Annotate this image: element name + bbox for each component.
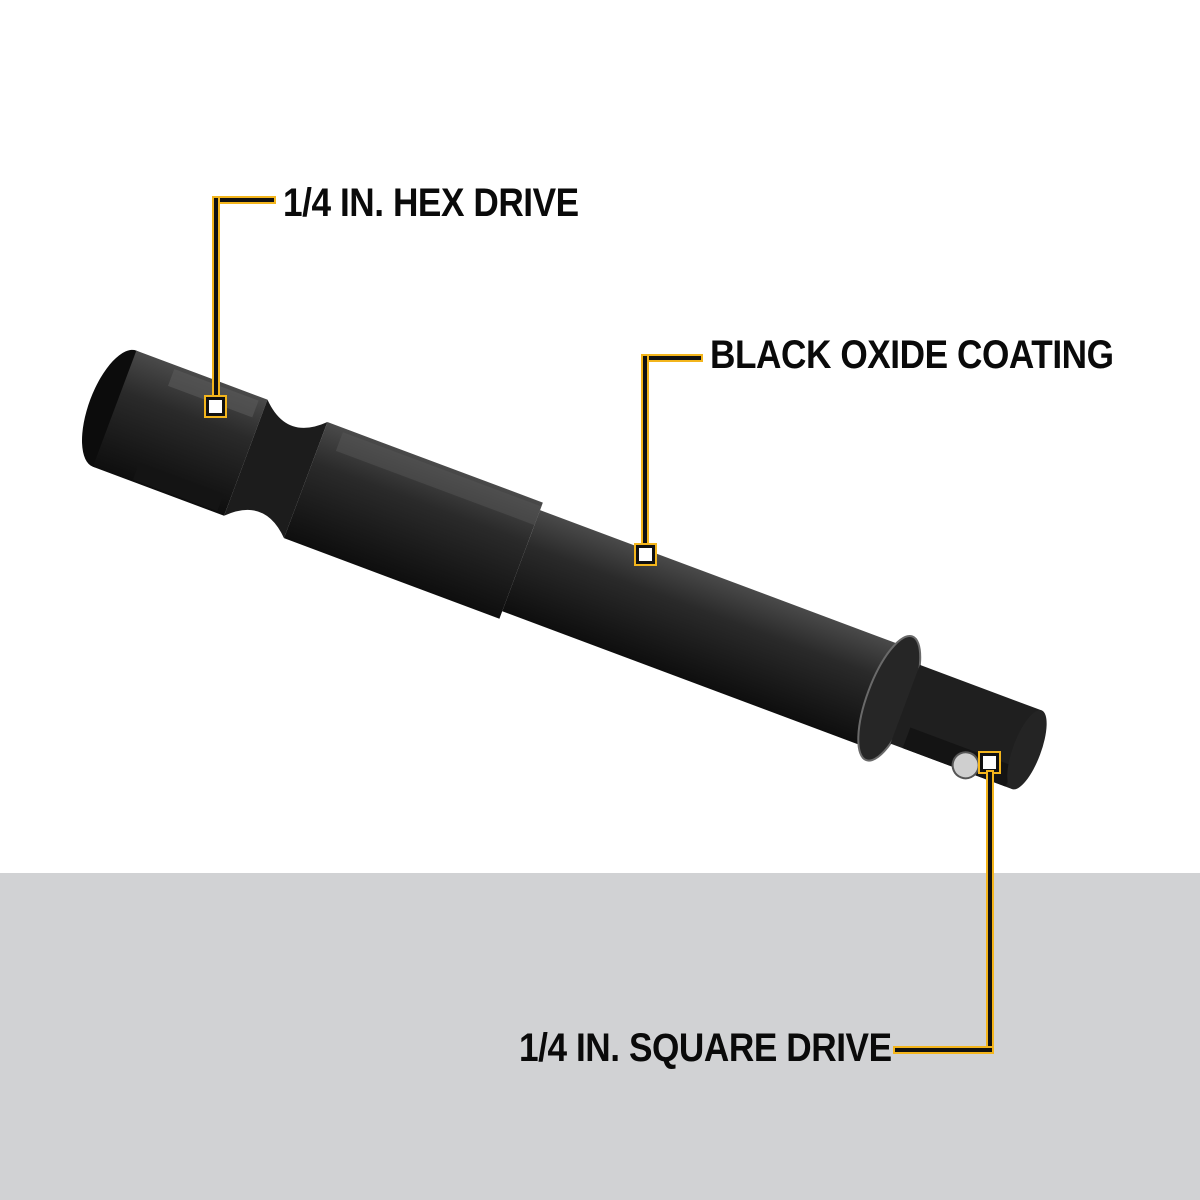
- callout-label-square-drive: 1/4 IN. SQUARE DRIVE: [519, 1026, 892, 1070]
- callout-marker-oxide: [636, 545, 655, 564]
- callout-line-hex-horizontal: [214, 198, 274, 202]
- callout-line-square-vertical: [988, 772, 992, 1050]
- callout-label-black-oxide-coating: BLACK OXIDE COATING: [710, 333, 1114, 377]
- callout-marker-hex: [206, 397, 225, 416]
- callout-line-square-horizontal: [895, 1048, 992, 1052]
- callout-line-oxide-vertical: [643, 356, 647, 544]
- callout-line-oxide-horizontal: [643, 356, 701, 360]
- callout-marker-square: [980, 753, 999, 772]
- callout-line-hex-vertical: [214, 198, 218, 398]
- gray-floor-band: [0, 873, 1200, 1200]
- callout-label-hex-drive: 1/4 IN. HEX DRIVE: [283, 181, 579, 225]
